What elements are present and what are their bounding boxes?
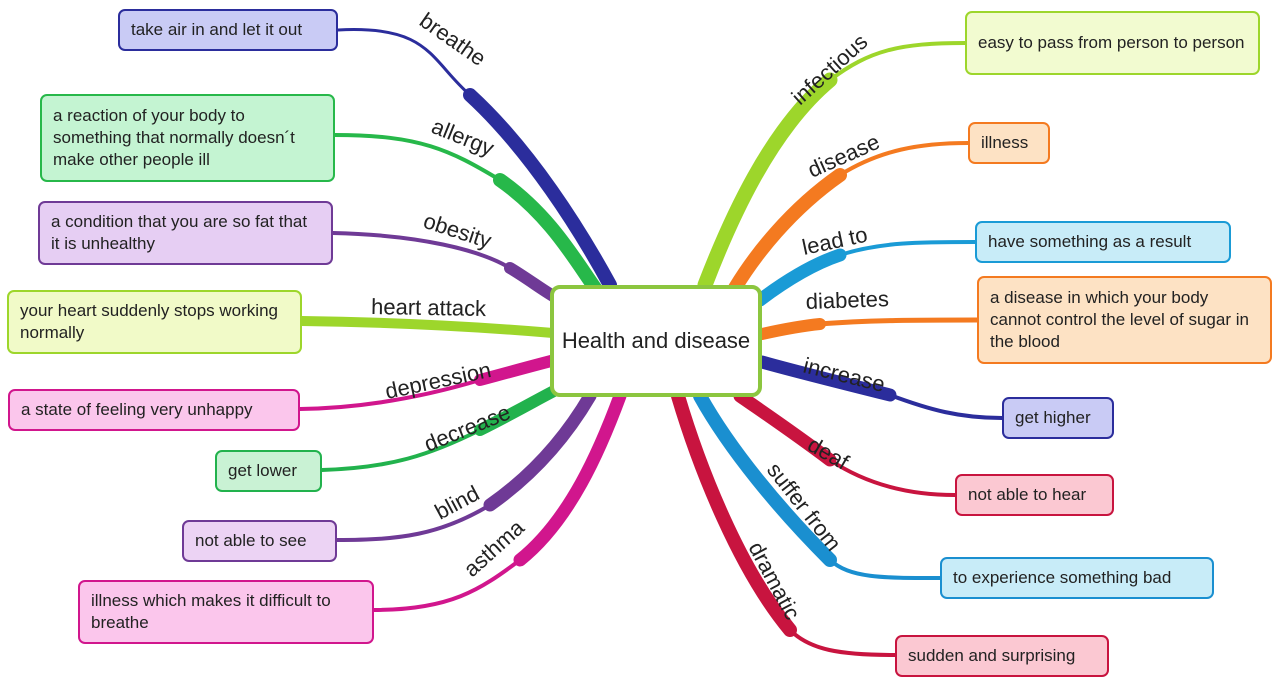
definition-allergy: a reaction of your body to something tha… xyxy=(40,94,335,182)
definition-deaf: not able to hear xyxy=(955,474,1114,516)
definition-breathe: take air in and let it out xyxy=(118,9,338,51)
definition-increase: get higher xyxy=(1002,397,1114,439)
branch-suffer-from-line xyxy=(693,389,942,580)
branch-diabetes-line xyxy=(756,317,980,340)
branch-disease-line xyxy=(728,141,970,295)
branch-increase-line xyxy=(755,355,1004,420)
word-increase: increase xyxy=(801,353,888,397)
branch-blind-line xyxy=(335,389,597,542)
branch-breathe-line xyxy=(336,28,617,292)
word-decrease: decrease xyxy=(421,400,514,457)
definition-disease: illness xyxy=(968,122,1050,164)
definition-depression: a state of feeling very unhappy xyxy=(8,389,300,431)
branch-heart-attack-line xyxy=(297,316,558,338)
word-blind: blind xyxy=(431,481,484,525)
word-depression: depression xyxy=(383,357,493,404)
definition-obesity: a condition that you are so fat that it … xyxy=(38,201,333,265)
branch-lead-to-line xyxy=(753,240,977,307)
word-breathe: breathe xyxy=(415,8,490,71)
definition-diabetes: a disease in which your body cannot cont… xyxy=(977,276,1272,364)
central-topic: Health and disease xyxy=(550,285,762,397)
definition-suffer-from: to experience something bad xyxy=(940,557,1214,599)
word-infectious: infectious xyxy=(787,29,873,110)
definition-decrease: get lower xyxy=(215,450,322,492)
definition-heart-attack: your heart suddenly stops working normal… xyxy=(7,290,302,354)
branch-depression-line xyxy=(298,354,561,411)
word-asthma: asthma xyxy=(459,514,530,581)
branch-asthma-line xyxy=(372,389,627,612)
branch-allergy-line xyxy=(333,133,602,295)
definition-dramatic: sudden and surprising xyxy=(895,635,1109,677)
definition-lead-to: have something as a result xyxy=(975,221,1231,263)
word-heart-attack: heart attack xyxy=(371,294,487,321)
branch-dramatic-line xyxy=(671,389,897,657)
definition-blind: not able to see xyxy=(182,520,337,562)
branch-infectious-line xyxy=(697,41,967,293)
branch-obesity-line xyxy=(331,231,566,306)
word-diabetes: diabetes xyxy=(805,286,889,314)
definition-infectious: easy to pass from person to person xyxy=(965,11,1260,75)
branch-deaf-line xyxy=(733,389,957,497)
definition-asthma: illness which makes it difficult to brea… xyxy=(78,580,374,644)
